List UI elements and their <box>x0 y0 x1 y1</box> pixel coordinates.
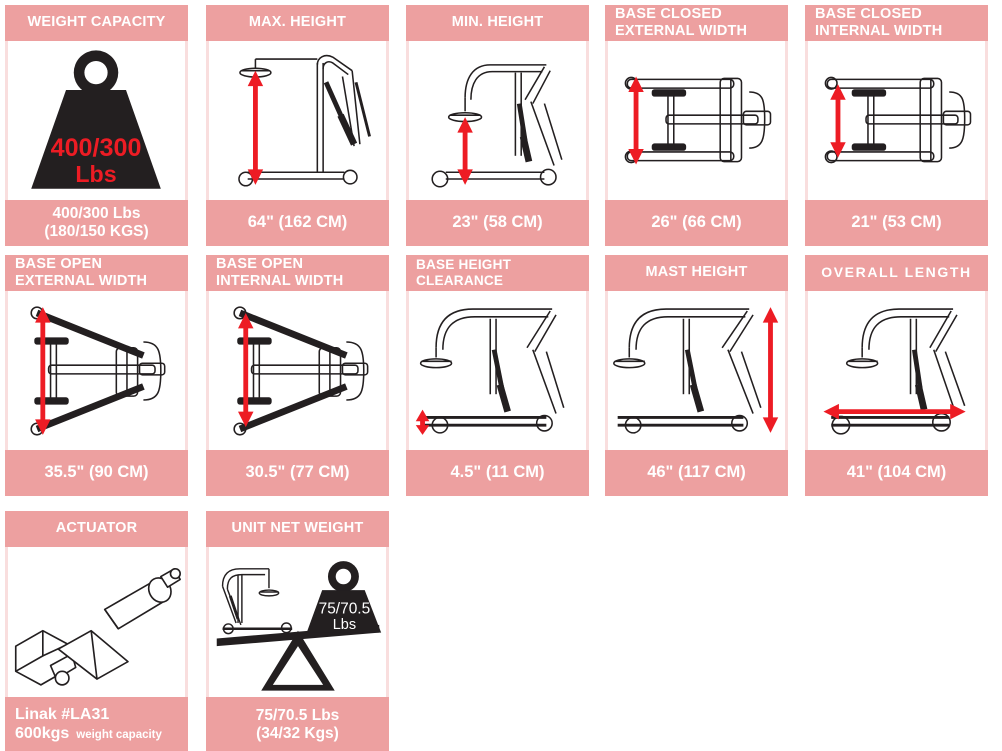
spec-card-min-height: MIN. HEIGHT <box>406 5 589 246</box>
card-value-min-height: 23" (58 CM) <box>406 200 589 246</box>
dimension-arrow-vertical <box>830 84 846 158</box>
spec-card-base-closed-internal-width: BASE CLOSED INTERNAL WIDTH <box>805 5 988 246</box>
dimension-arrow-vertical <box>247 70 264 185</box>
spec-card-base-open-internal-width: BASE OPEN INTERNAL WIDTH <box>206 255 389 496</box>
spec-card-mast-height: MAST HEIGHT <box>605 255 788 496</box>
card-value-overall-length: 41" (104 CM) <box>805 450 988 496</box>
lift-side-view-length-icon <box>823 308 966 435</box>
svg-text:Lbs: Lbs <box>75 161 116 187</box>
illustration-min-height <box>406 41 589 200</box>
illustration-overall-length <box>805 291 988 450</box>
card-title-base-closed-internal-width: BASE CLOSED INTERNAL WIDTH <box>805 5 988 41</box>
illustration-mast-height <box>605 291 788 450</box>
card-value-base-open-internal-width: 30.5" (77 CM) <box>206 450 389 496</box>
illustration-unit-net-weight: 75/70.5 Lbs <box>206 547 389 697</box>
illustration-weight-block: 400/300 Lbs <box>5 41 188 200</box>
illustration-actuator <box>5 547 188 697</box>
actuator-rating-row: 600kgs weight capacity <box>15 725 162 744</box>
card-title-actuator: ACTUATOR <box>5 511 188 547</box>
card-title-base-height-clearance: BASE HEIGHT CLEARANCE <box>406 255 589 291</box>
actuator-brand-label: Linak #LA31 <box>15 706 110 724</box>
illustration-base-closed-external <box>605 41 788 200</box>
dimension-arrow-vertical-small <box>415 409 430 435</box>
card-value-actuator: Linak #LA31 600kgs weight capacity <box>5 697 188 751</box>
card-title-mast-height: MAST HEIGHT <box>605 255 788 291</box>
spec-card-base-closed-external-width: BASE CLOSED EXTERNAL WIDTH <box>605 5 788 246</box>
dimension-arrow-vertical <box>35 307 51 435</box>
dimension-arrow-vertical <box>238 312 254 428</box>
spec-card-max-height: MAX. HEIGHT <box>206 5 389 246</box>
card-title-overall-length: OVERALL LENGTH <box>805 255 988 291</box>
card-title-max-height: MAX. HEIGHT <box>206 5 389 41</box>
card-title-min-height: MIN. HEIGHT <box>406 5 589 41</box>
lift-on-seesaw-scale-icon: 75/70.5 Lbs <box>216 561 382 691</box>
lift-top-view-closed-inner-icon <box>824 76 972 164</box>
card-title-base-closed-external-width: BASE CLOSED EXTERNAL WIDTH <box>605 5 788 41</box>
illustration-base-height-clearance <box>406 291 589 450</box>
actuator-rating-note: weight capacity <box>76 729 162 741</box>
svg-text:400/300: 400/300 <box>51 134 142 162</box>
card-value-base-open-external-width: 35.5" (90 CM) <box>5 450 188 496</box>
actuator-rating-label: 600kgs <box>15 725 70 742</box>
spec-card-overall-length: OVERALL LENGTH <box>805 255 988 496</box>
card-value-unit-net-weight: 75/70.5 Lbs (34/32 Kgs) <box>206 697 389 751</box>
card-title-base-open-internal-width: BASE OPEN INTERNAL WIDTH <box>206 255 389 291</box>
svg-text:75/70.5: 75/70.5 <box>319 600 371 617</box>
linear-actuator-icon <box>14 567 181 686</box>
dimension-arrow-vertical <box>762 307 779 433</box>
svg-text:Lbs: Lbs <box>333 617 356 633</box>
lift-side-view-clearance-icon <box>415 308 565 435</box>
card-value-base-height-clearance: 4.5" (11 CM) <box>406 450 589 496</box>
card-title-base-open-external-width: BASE OPEN EXTERNAL WIDTH <box>5 255 188 291</box>
spec-card-actuator: ACTUATOR <box>5 511 188 751</box>
illustration-base-open-internal <box>206 291 389 450</box>
lift-side-view-lowered-icon <box>431 64 563 188</box>
spec-card-base-open-external-width: BASE OPEN EXTERNAL WIDTH <box>5 255 188 496</box>
card-value-base-closed-external-width: 26" (66 CM) <box>605 200 788 246</box>
lift-top-view-open-inner-icon <box>233 306 369 436</box>
illustration-max-height <box>206 41 389 200</box>
card-title-unit-net-weight: UNIT NET WEIGHT <box>206 511 389 547</box>
lift-side-view-mast-icon <box>613 307 779 434</box>
dimension-arrow-vertical <box>457 117 473 185</box>
lift-side-view-raised-icon <box>238 54 371 187</box>
card-value-mast-height: 46" (117 CM) <box>605 450 788 496</box>
dimension-arrow-vertical <box>628 76 644 165</box>
illustration-base-closed-internal <box>805 41 988 200</box>
lift-top-view-open-icon <box>30 306 166 436</box>
card-title-weight-capacity: WEIGHT CAPACITY <box>5 5 188 41</box>
lift-top-view-closed-icon <box>624 76 772 165</box>
card-value-max-height: 64" (162 CM) <box>206 200 389 246</box>
card-value-base-closed-internal-width: 21" (53 CM) <box>805 200 988 246</box>
card-value-weight-capacity: 400/300 Lbs (180/150 KGS) <box>5 200 188 246</box>
illustration-base-open-external <box>5 291 188 450</box>
spec-card-weight-capacity: WEIGHT CAPACITY 400/300 Lbs 400/300 Lbs … <box>5 5 188 246</box>
weight-block-icon: 400/300 Lbs <box>31 50 161 189</box>
dimension-arrow-horizontal <box>823 403 966 420</box>
spec-card-unit-net-weight: UNIT NET WEIGHT <box>206 511 389 751</box>
spec-card-base-height-clearance: BASE HEIGHT CLEARANCE <box>406 255 589 496</box>
